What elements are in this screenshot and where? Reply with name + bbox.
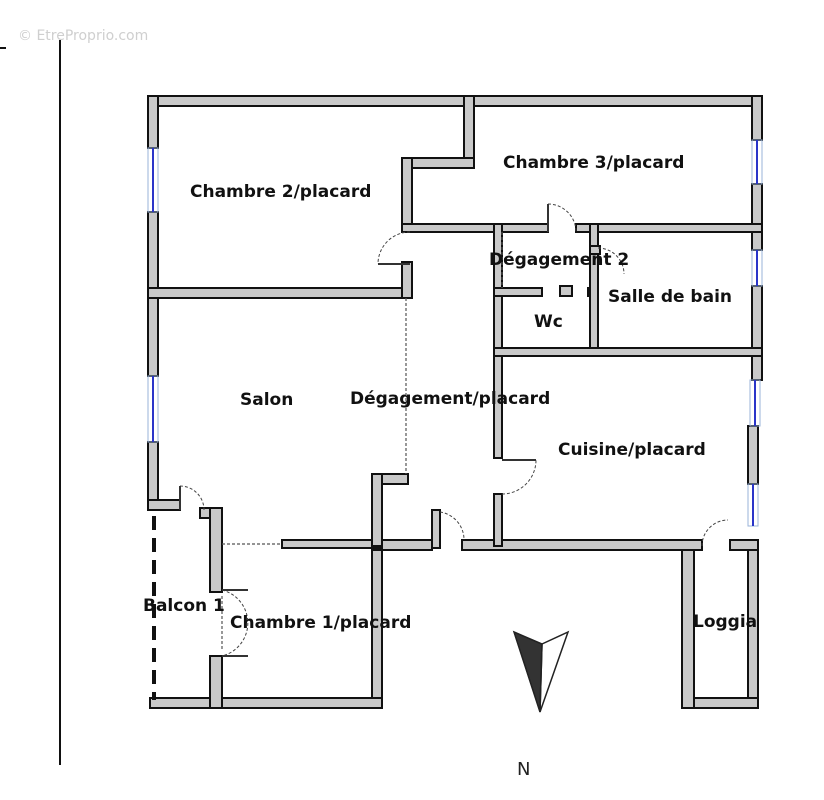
wall-ch1-bottom bbox=[149, 697, 383, 709]
label-chambre1: Chambre 1/placard bbox=[230, 613, 411, 633]
label-salon: Salon bbox=[240, 390, 293, 410]
label-balcon1: Balcon 1 bbox=[143, 596, 225, 616]
wall-wc-sdb bbox=[589, 223, 599, 357]
north-arrow-icon bbox=[512, 630, 570, 713]
door-arc-chambre2 bbox=[377, 231, 411, 265]
label-wc: Wc bbox=[534, 312, 563, 332]
label-cuisine: Cuisine/placard bbox=[558, 440, 706, 460]
wall-ch1-top bbox=[281, 539, 383, 549]
wall-wc-top bbox=[493, 287, 543, 297]
wall-right-2 bbox=[751, 183, 763, 251]
wc-marker bbox=[559, 285, 573, 297]
wall-top bbox=[147, 95, 763, 107]
wall-salon-bl bbox=[147, 499, 181, 511]
wall-right-3 bbox=[751, 285, 763, 381]
door-arc-corridor bbox=[439, 511, 465, 541]
label-degagement2: Dégagement 2 bbox=[489, 250, 629, 270]
north-label: N bbox=[517, 759, 530, 780]
door-arc-chambre3 bbox=[547, 203, 577, 233]
wall-ch3-bottom-1 bbox=[401, 223, 549, 233]
wall-ch2-ch3-a bbox=[463, 95, 475, 167]
wall-right-4 bbox=[747, 425, 759, 485]
dotted-openings bbox=[152, 232, 503, 700]
wall-ch1-left-a bbox=[209, 507, 223, 593]
wall-wc-bottom bbox=[493, 347, 763, 357]
wall-ch2-ch3-b bbox=[401, 157, 413, 233]
wall-ch1-left-b bbox=[209, 655, 223, 709]
wall-deg2-left bbox=[493, 223, 503, 459]
label-degagement-placard: Dégagement/placard bbox=[350, 389, 550, 409]
door-arc-sdb bbox=[597, 247, 625, 275]
door-arc-cuisine bbox=[501, 459, 537, 495]
wall-corridor-door-stub bbox=[431, 509, 441, 549]
watermark-text: © EtreProprio.com bbox=[18, 28, 148, 44]
door-arc-chambre1 bbox=[221, 589, 249, 657]
wall-left-1 bbox=[147, 95, 159, 149]
doors bbox=[179, 203, 729, 657]
wall-salon-stub-down bbox=[371, 473, 383, 547]
door-arc-balcon bbox=[179, 485, 205, 511]
label-salle-de-bain: Salle de bain bbox=[608, 287, 732, 307]
wall-deg2-left-b bbox=[493, 493, 503, 547]
wall-loggia-top bbox=[729, 539, 759, 551]
windows bbox=[147, 139, 763, 527]
label-chambre2: Chambre 2/placard bbox=[190, 182, 371, 202]
door-arc-loggia bbox=[701, 519, 729, 547]
wall-ch2-ch3-c bbox=[401, 261, 413, 299]
wall-sdb-notch bbox=[589, 245, 601, 255]
internal-walls bbox=[147, 95, 763, 709]
label-chambre3: Chambre 3/placard bbox=[503, 153, 684, 173]
wall-ch2-bottom bbox=[147, 287, 411, 299]
wall-ch3-bottom-2 bbox=[575, 223, 763, 233]
label-loggia: Loggia bbox=[693, 612, 757, 632]
wall-right-1 bbox=[751, 95, 763, 141]
